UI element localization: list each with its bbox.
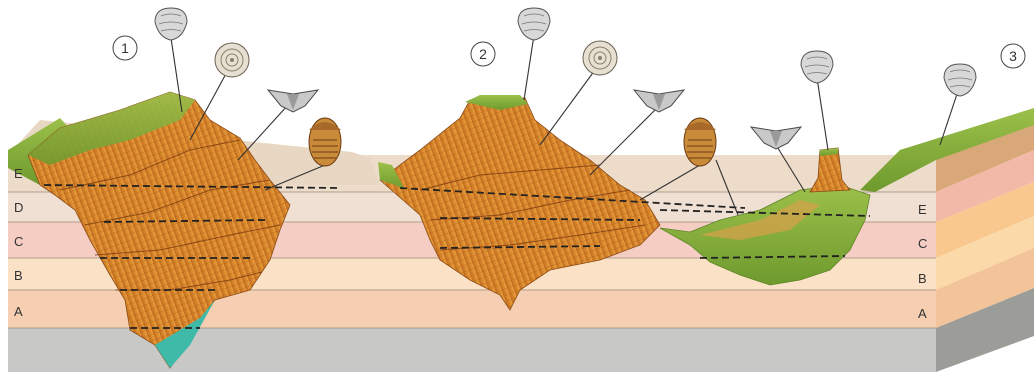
layer-label-A-left: A (14, 304, 23, 319)
layer-label-E-right: E (918, 202, 927, 217)
site-marker-3: 3 (1001, 44, 1025, 68)
layer-label-C-left: C (14, 234, 23, 249)
layer-label-A-right: A (918, 306, 927, 321)
bivalve-icon (751, 127, 801, 149)
site-marker-1: 1 (113, 36, 137, 60)
layer-label-D-left: D (14, 200, 23, 215)
layer-label-B-left: B (14, 268, 23, 283)
fossils (155, 8, 976, 166)
layer-label-B-right: B (918, 271, 927, 286)
ammonite-icon (215, 43, 249, 77)
bivalve-icon (634, 90, 684, 112)
site-label-3: 3 (1009, 48, 1017, 64)
brachiopod-icon (518, 8, 550, 40)
layer-label-E-left: E (14, 166, 23, 181)
layer-label-C-right: C (918, 236, 927, 251)
site-label-1: 1 (121, 40, 129, 56)
site-markers: 1 2 3 (113, 36, 1025, 68)
trilobite-icon (684, 118, 716, 166)
ammonite-icon (583, 41, 617, 75)
brachiopod-icon (944, 64, 976, 96)
brachiopod-icon (801, 51, 833, 83)
brachiopod-icon (155, 8, 187, 40)
site-label-2: 2 (479, 46, 487, 62)
trilobite-icon (309, 118, 341, 166)
bivalve-icon (268, 90, 318, 112)
site-marker-2: 2 (471, 42, 495, 66)
